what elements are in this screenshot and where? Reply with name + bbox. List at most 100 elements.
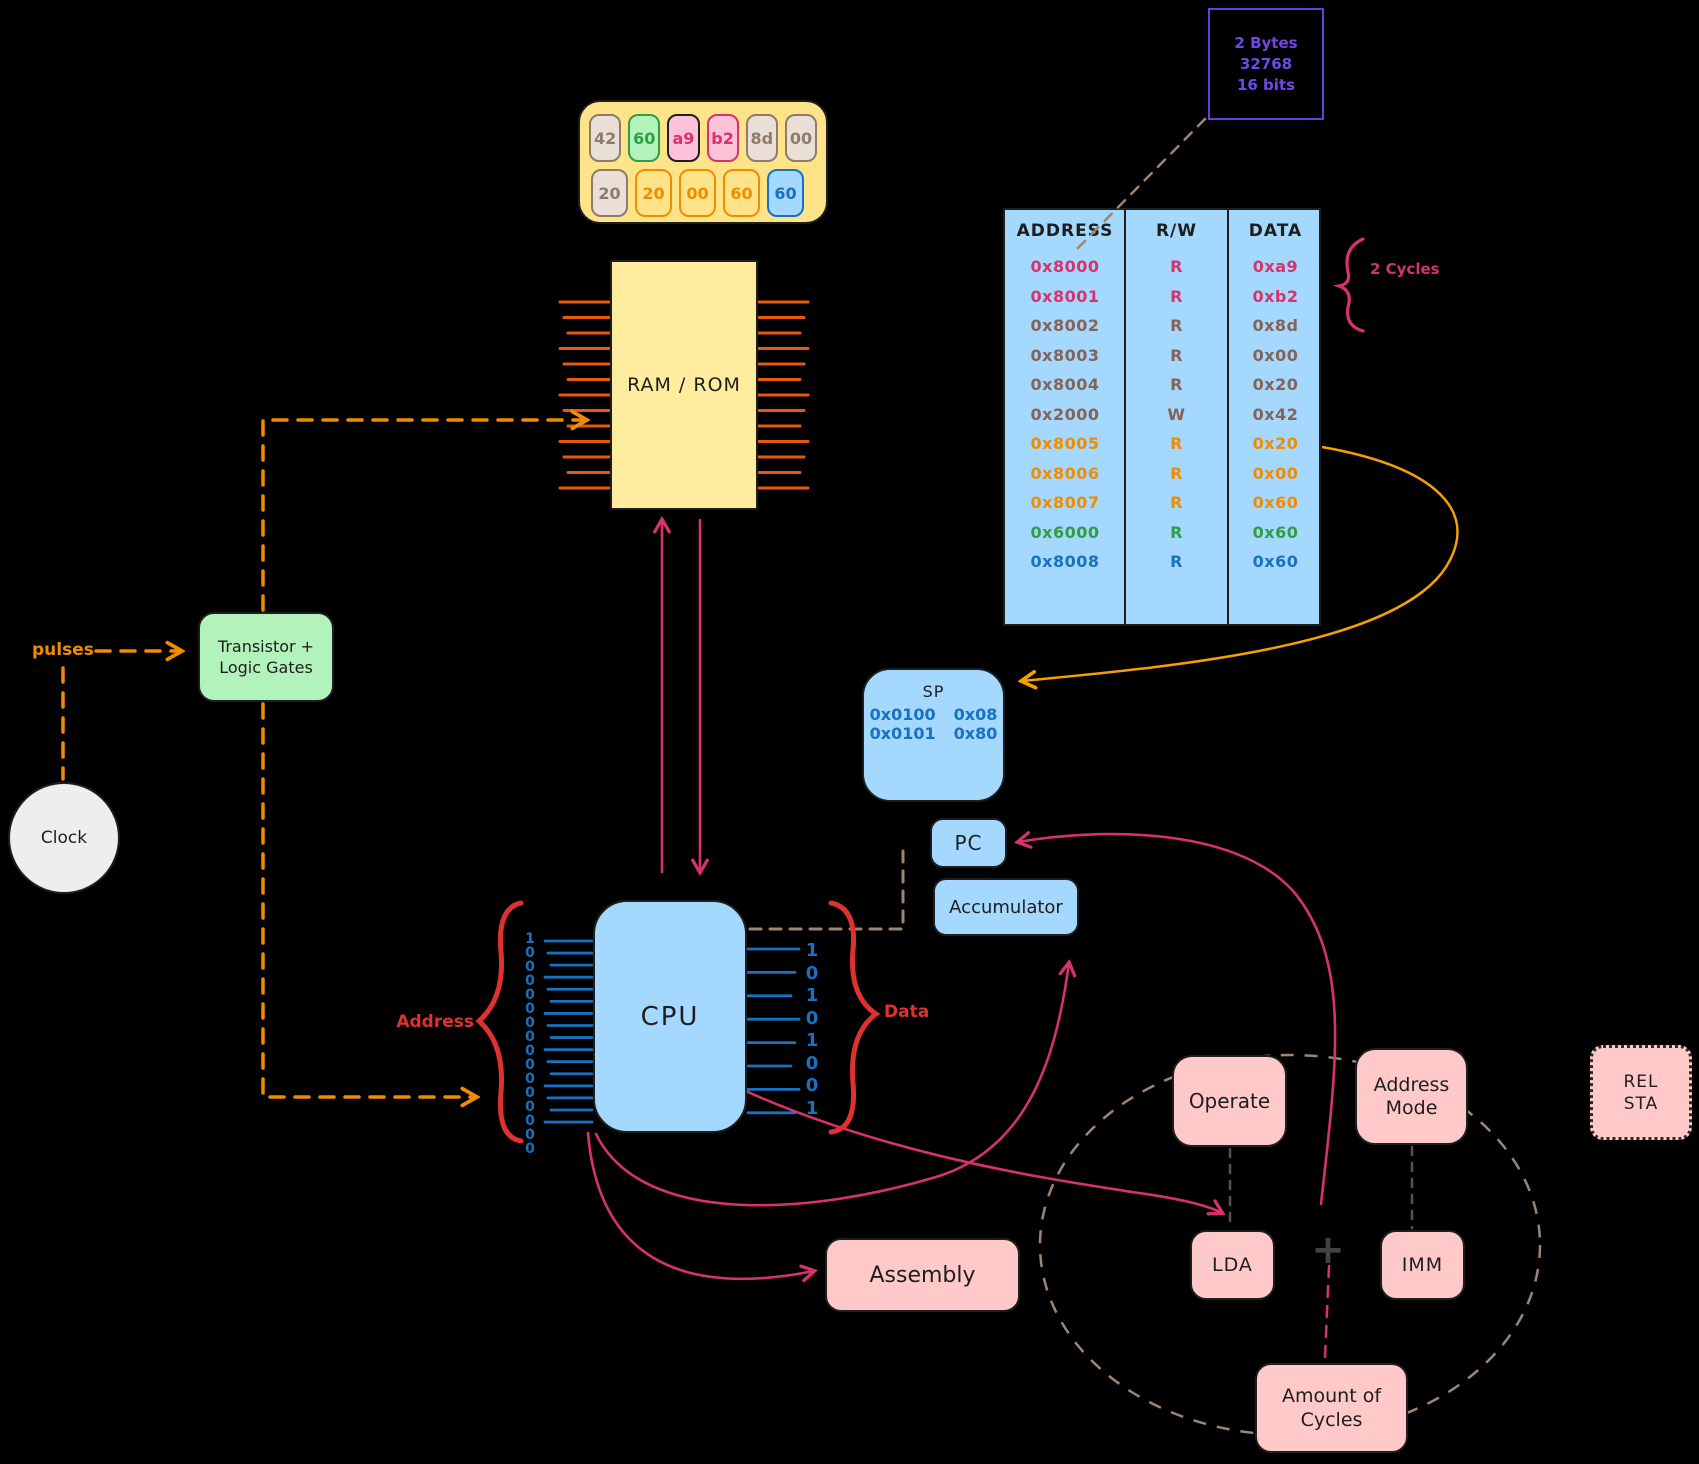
accumulator-box: Accumulator — [933, 878, 1079, 936]
bus-cell-rw: R — [1170, 286, 1183, 306]
col-header-rw: R/W — [1155, 221, 1198, 241]
bus-bit: 0 — [805, 1052, 819, 1074]
bus-bit: 0 — [525, 1141, 535, 1157]
bus-cell-rw: R — [1170, 552, 1183, 572]
sp-value: 0x0100 — [869, 705, 936, 724]
transistor-line: Transistor + — [217, 637, 315, 656]
bus-cell-address: 0x8000 — [1030, 257, 1100, 277]
bus-bit: 0 — [525, 1071, 535, 1087]
bus-cell-data: 0x42 — [1252, 404, 1299, 424]
bus-cell-data: 0x00 — [1252, 345, 1299, 365]
address-mode-box: Address Mode — [1355, 1048, 1468, 1145]
memory-cell: 20 — [591, 169, 628, 217]
bus-cell-data: 0x8d — [1252, 316, 1299, 336]
bus-bit: 0 — [805, 1007, 819, 1029]
plus-sign: + — [1311, 1227, 1345, 1273]
sp-value: 0x0101 — [869, 724, 936, 743]
bus-cell-data: 0x60 — [1252, 552, 1299, 572]
memory-cell: 60 — [767, 169, 804, 217]
transistor-logic-gates-box: Transistor + Logic Gates — [198, 612, 334, 702]
amount-line: Cycles — [1300, 1409, 1363, 1431]
bus-cell-rw: R — [1170, 463, 1183, 483]
rel-sta-box: REL STA — [1590, 1045, 1692, 1140]
assembly-label: Assembly — [869, 1262, 976, 1288]
sp-value: 0x80 — [953, 724, 998, 743]
bus-bit: 0 — [525, 959, 535, 975]
ram-rom-label: RAM / ROM — [627, 374, 741, 396]
two-cycles-brace — [1332, 237, 1365, 333]
capacity-note: 2 Bytes 32768 16 bits — [1208, 8, 1324, 120]
bus-cell-rw: R — [1170, 493, 1183, 513]
operate-label: Operate — [1188, 1089, 1271, 1113]
clock-label: Clock — [40, 828, 88, 848]
bus-cell-address: 0x8006 — [1030, 463, 1100, 483]
table-header-row: ADDRESS R/W DATA — [1005, 210, 1319, 252]
bus-bit: 0 — [805, 1075, 819, 1097]
memory-cell: 8d — [745, 114, 778, 162]
memory-cell: 60 — [628, 114, 661, 162]
col-header-data: DATA — [1248, 221, 1303, 241]
bus-cell-address: 0x8004 — [1030, 375, 1100, 395]
memory-cell: b2 — [706, 114, 739, 162]
bus-bit: 0 — [525, 1001, 535, 1017]
bus-cell-data: 0xa9 — [1252, 257, 1299, 277]
bus-cell-data: 0xb2 — [1252, 286, 1299, 306]
bus-cell-rw: R — [1170, 522, 1183, 542]
bus-cell-rw: R — [1170, 375, 1183, 395]
pc-label: PC — [954, 831, 983, 855]
data-bus-label: Data — [884, 1002, 930, 1022]
bus-bit: 0 — [525, 987, 535, 1003]
assembly-box: Assembly — [825, 1238, 1020, 1312]
capacity-line: 2 Bytes — [1234, 34, 1298, 52]
bus-bit: 0 — [525, 1029, 535, 1045]
bus-cell-data: 0x00 — [1252, 463, 1299, 483]
bus-cell-data: 0x20 — [1252, 434, 1299, 454]
bus-cell-address: 0x8003 — [1030, 345, 1100, 365]
bus-bit: 0 — [525, 1015, 535, 1031]
memory-cell: 42 — [589, 114, 622, 162]
bus-bit: 0 — [525, 1127, 535, 1143]
gates-to-ram-arrow — [261, 420, 586, 612]
bus-bit: 1 — [525, 931, 535, 947]
memory-cell: 00 — [679, 169, 716, 217]
bus-bit: 0 — [525, 1085, 535, 1101]
bus-cell-address: 0x8001 — [1030, 286, 1100, 306]
bus-cell-address: 0x8005 — [1030, 434, 1100, 454]
bus-cell-data: 0x60 — [1252, 493, 1299, 513]
clock-node: Clock — [8, 782, 120, 894]
bus-bit: 0 — [525, 1099, 535, 1115]
table-divider — [1124, 210, 1126, 624]
bus-bit: 1 — [805, 940, 819, 961]
bus-cell-address: 0x2000 — [1030, 404, 1100, 424]
address-mode-line: Address — [1373, 1074, 1450, 1096]
bus-cell-rw: R — [1170, 257, 1183, 277]
capacity-line: 32768 — [1239, 55, 1293, 73]
bus-bit: 0 — [805, 962, 819, 984]
amount-line: Amount of — [1281, 1385, 1382, 1407]
pulses-label: pulses — [32, 640, 94, 660]
memory-cell: 60 — [723, 169, 760, 217]
address-brace — [475, 900, 524, 1144]
clock-pulse-wires — [61, 420, 586, 1097]
bus-cell-address: 0x8008 — [1030, 552, 1100, 572]
lda-box: LDA — [1190, 1230, 1275, 1300]
cpu-label: CPU — [640, 1001, 700, 1032]
bus-cell-rw: R — [1170, 345, 1183, 365]
two-cycles-label: 2 Cycles — [1370, 260, 1440, 278]
memory-cell: a9 — [667, 114, 700, 162]
operate-box: Operate — [1172, 1055, 1287, 1147]
plus-cycles-dashed — [1323, 1264, 1331, 1360]
amount-of-cycles-box: Amount of Cycles — [1255, 1363, 1408, 1453]
bus-bit: 0 — [525, 973, 535, 989]
address-mode-line: Mode — [1385, 1097, 1438, 1119]
ram-rom-chip: RAM / ROM — [610, 260, 758, 510]
cpu-accumulator-dashed-wire — [748, 849, 905, 931]
bus-bit: 0 — [525, 1057, 535, 1073]
